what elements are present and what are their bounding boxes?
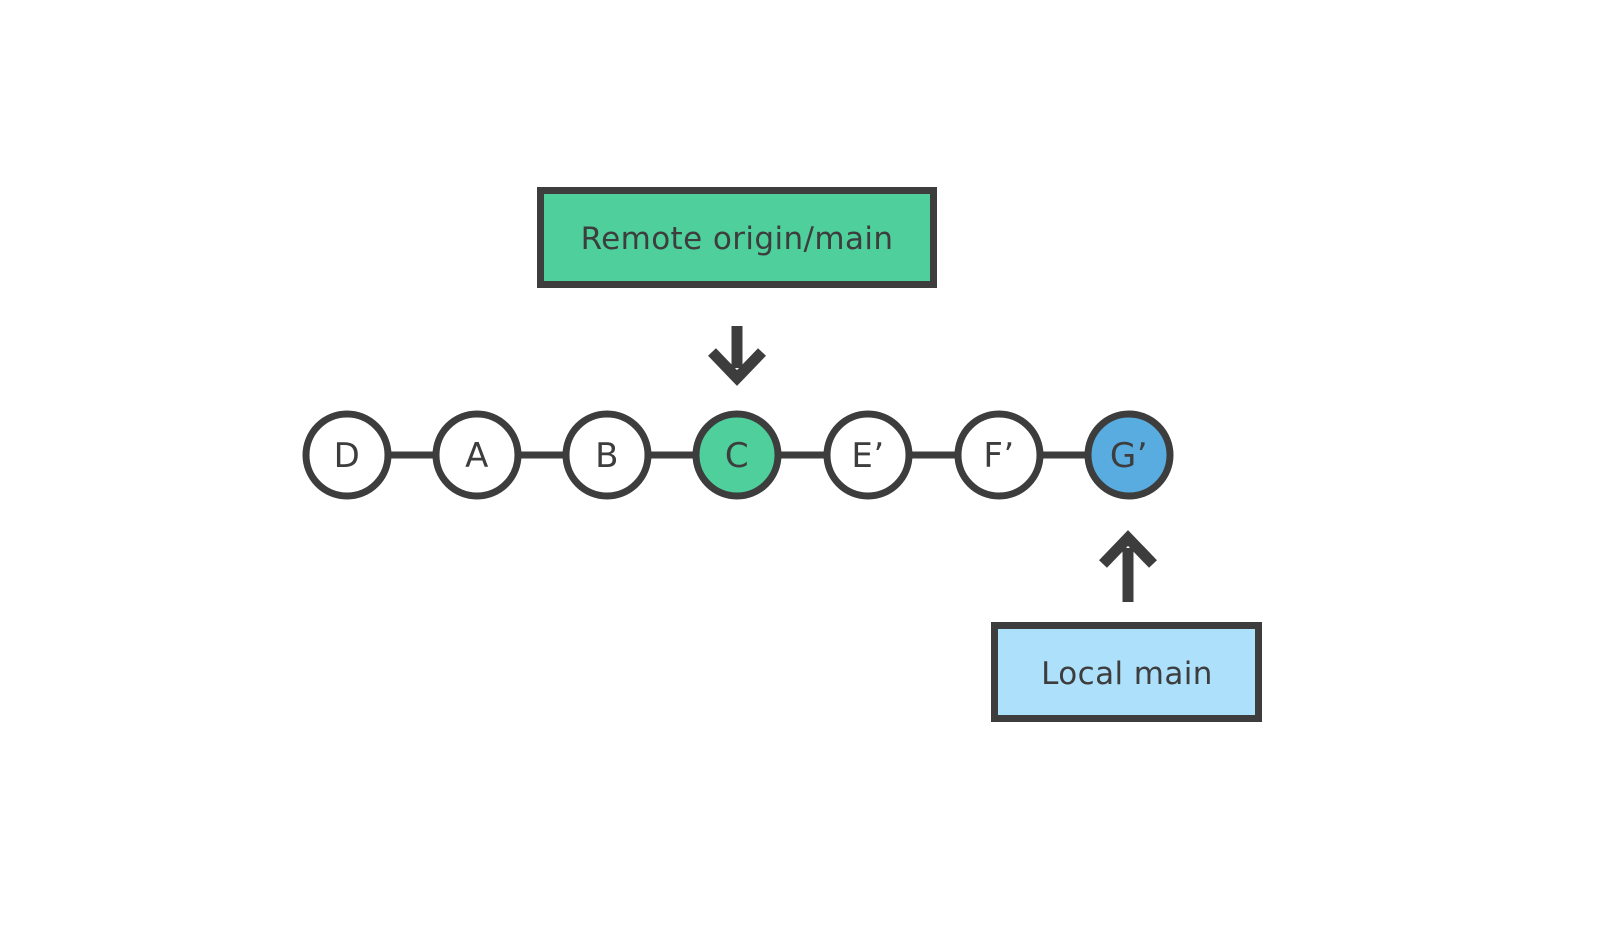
commit-node-B[interactable]: B <box>562 410 652 500</box>
commit-node-C[interactable]: C <box>692 410 782 500</box>
remote-pointer-arrow-icon <box>708 326 766 386</box>
commit-circle-C[interactable] <box>692 410 782 500</box>
local-branch-box-rect[interactable] <box>991 622 1262 722</box>
remote-branch-box[interactable]: Remote origin/main <box>537 187 937 288</box>
commit-label-D: D <box>334 436 361 476</box>
commit-node-A[interactable]: A <box>432 410 522 500</box>
commit-label-F-prime: F’ <box>983 436 1014 476</box>
commit-label-B: B <box>595 436 619 476</box>
commit-circle-D[interactable] <box>302 410 392 500</box>
local-branch-label: Local main <box>1041 656 1213 692</box>
commit-label-C: C <box>725 436 749 476</box>
local-pointer-arrow-head <box>1099 530 1157 568</box>
commit-node-F-prime[interactable]: F’ <box>954 410 1044 500</box>
commit-circle-E-prime[interactable] <box>823 410 913 500</box>
commit-label-A: A <box>465 436 489 476</box>
remote-branch-label: Remote origin/main <box>581 221 894 257</box>
commit-circle-G-prime[interactable] <box>1084 410 1174 500</box>
remote-pointer-arrow-head <box>708 348 766 386</box>
local-pointer-arrow-icon <box>1099 530 1157 602</box>
remote-branch-box-rect[interactable] <box>537 187 937 288</box>
commit-node-D[interactable]: D <box>302 410 392 500</box>
commit-label-E-prime: E’ <box>851 436 884 476</box>
commit-circle-F-prime[interactable] <box>954 410 1044 500</box>
commit-node-E-prime[interactable]: E’ <box>823 410 913 500</box>
commit-circle-A[interactable] <box>432 410 522 500</box>
commit-circle-B[interactable] <box>562 410 652 500</box>
commit-label-G-prime: G’ <box>1110 436 1148 476</box>
commit-node-G-prime[interactable]: G’ <box>1084 410 1174 500</box>
local-branch-box[interactable]: Local main <box>991 622 1262 722</box>
